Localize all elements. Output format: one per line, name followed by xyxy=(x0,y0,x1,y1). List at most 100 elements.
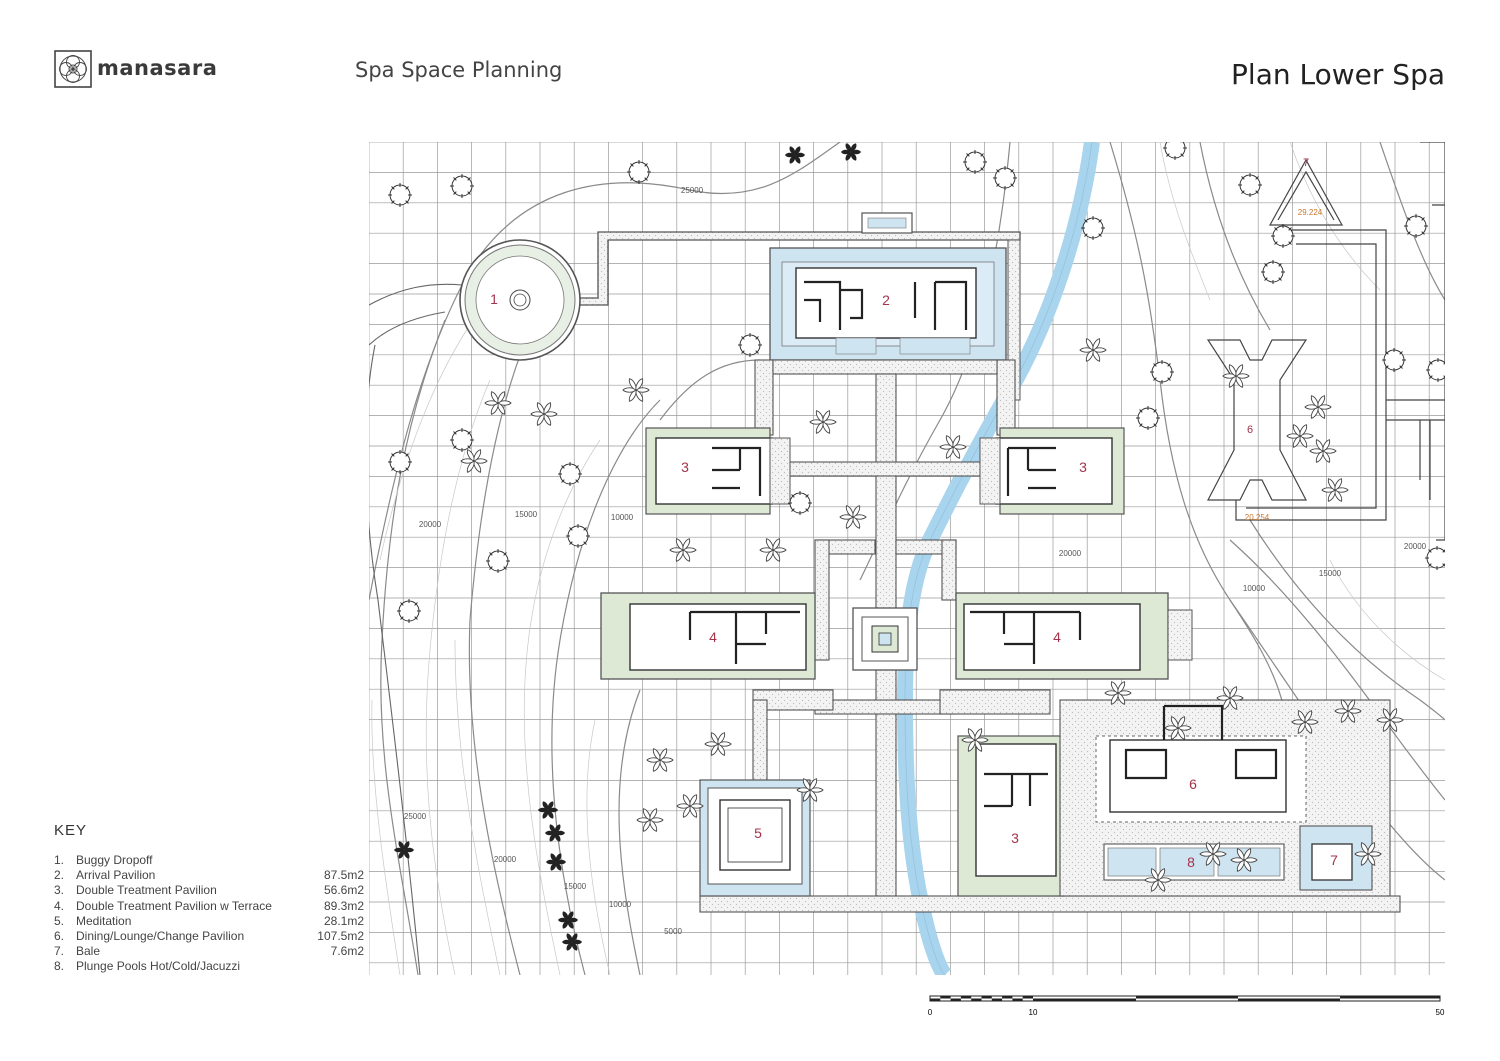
dark-tree-icon xyxy=(538,801,558,819)
round-tree-icon xyxy=(1261,260,1285,284)
key-item: 8.Plunge Pools Hot/Cold/Jacuzzi xyxy=(54,959,241,974)
palm-tree-icon xyxy=(669,538,697,562)
room-label-7a: 7 xyxy=(1303,157,1309,169)
palm-tree-icon xyxy=(796,778,824,802)
room-label-4b: 4 xyxy=(1053,629,1061,645)
contour-label: 15000 xyxy=(1319,569,1342,578)
room-label-6b: 6 xyxy=(1189,776,1197,792)
round-tree-icon xyxy=(1238,173,1262,197)
round-tree-icon xyxy=(388,450,412,474)
contour-label: 10000 xyxy=(611,513,634,522)
room-label-3c: 3 xyxy=(1011,830,1019,846)
arrival-pavilion xyxy=(769,247,1007,361)
contour-label: 20000 xyxy=(494,855,517,864)
contour-label: 25000 xyxy=(681,186,704,195)
brand-logo: manasara xyxy=(54,50,230,92)
palm-tree-icon xyxy=(704,732,732,756)
dark-tree-icon xyxy=(785,146,805,164)
key-item: 1.Buggy Dropoff xyxy=(54,853,153,867)
palm-tree-icon xyxy=(939,435,967,459)
brand-name: manasara xyxy=(97,56,218,80)
palm-tree-icon xyxy=(460,449,488,473)
round-tree-icon xyxy=(1081,216,1105,240)
treatment-pavilion-left xyxy=(645,427,791,515)
level-label: 29.224 xyxy=(1298,208,1323,217)
contour-label: 5000 xyxy=(664,927,682,936)
geometric-flower-logo-icon xyxy=(54,50,92,88)
palm-tree-icon xyxy=(1286,424,1314,448)
round-tree-icon xyxy=(1150,360,1174,384)
meditation-pavilion xyxy=(699,779,811,897)
contour-label: 20000 xyxy=(419,520,442,529)
round-tree-icon xyxy=(388,183,412,207)
contour-label: 20000 xyxy=(1404,542,1427,551)
palm-tree-icon xyxy=(1199,842,1227,866)
buggy-dropoff xyxy=(459,239,581,361)
round-tree-icon xyxy=(558,462,582,486)
contour-label: 15000 xyxy=(564,882,587,891)
palm-tree-icon xyxy=(1376,708,1404,732)
bale-pavilion-bottom xyxy=(1299,825,1373,891)
key-title: KEY xyxy=(54,822,88,839)
central-courtyard xyxy=(852,607,918,671)
round-tree-icon xyxy=(1136,406,1160,430)
palm-tree-icon xyxy=(646,748,674,772)
round-tree-icon xyxy=(566,524,590,548)
palm-tree-icon xyxy=(636,808,664,832)
dark-tree-icon xyxy=(394,841,414,859)
palm-tree-icon xyxy=(1164,716,1192,740)
palm-tree-icon xyxy=(839,505,867,529)
contour-label: 10000 xyxy=(1243,584,1266,593)
palm-tree-icon xyxy=(622,378,650,402)
upper-right-structures xyxy=(1206,142,1445,541)
palm-tree-icon xyxy=(1144,868,1172,892)
palm-tree-icon xyxy=(1309,439,1337,463)
dark-tree-icon xyxy=(546,853,566,871)
palm-tree-icon xyxy=(759,538,787,562)
trees xyxy=(388,142,1445,951)
palm-tree-icon xyxy=(961,728,989,752)
treatment-pavilion-bottom xyxy=(957,735,1065,897)
palm-tree-icon xyxy=(484,391,512,415)
room-label-3a: 3 xyxy=(681,459,689,475)
palm-tree-icon xyxy=(1104,681,1132,705)
dining-lounge-pavilion xyxy=(1059,699,1391,897)
scale-label-0: 0 xyxy=(928,1008,933,1017)
palm-tree-icon xyxy=(809,410,837,434)
treatment-pavilion-terrace-left xyxy=(600,592,816,680)
round-tree-icon xyxy=(738,333,762,357)
palm-tree-icon xyxy=(1304,395,1332,419)
round-tree-icon xyxy=(397,599,421,623)
round-tree-icon xyxy=(450,174,474,198)
entry-walkway xyxy=(574,212,1021,401)
palm-tree-icon xyxy=(1354,842,1382,866)
palm-tree-icon xyxy=(1321,478,1349,502)
palm-tree-icon xyxy=(1291,710,1319,734)
round-tree-icon xyxy=(963,150,987,174)
plan-title: Plan Lower Spa xyxy=(1231,58,1445,91)
contour-label: 15000 xyxy=(515,510,538,519)
contour-label: 20000 xyxy=(1059,549,1082,558)
dark-tree-icon xyxy=(841,143,861,161)
round-tree-icon xyxy=(788,491,812,515)
palm-tree-icon xyxy=(1230,848,1258,872)
palm-tree-icon xyxy=(676,794,704,818)
round-tree-icon xyxy=(1404,214,1428,238)
palm-tree-icon xyxy=(1222,364,1250,388)
treatment-pavilion-terrace-right xyxy=(955,592,1193,680)
room-label-2: 2 xyxy=(882,292,890,308)
round-tree-icon xyxy=(993,166,1017,190)
room-label-4a: 4 xyxy=(709,629,717,645)
scale-label-10: 10 xyxy=(1029,1008,1038,1017)
scale-bar: 0 10 50 xyxy=(928,995,1445,1017)
scale-label-50: 50 xyxy=(1436,1008,1445,1017)
treatment-pavilion-right xyxy=(979,427,1125,515)
